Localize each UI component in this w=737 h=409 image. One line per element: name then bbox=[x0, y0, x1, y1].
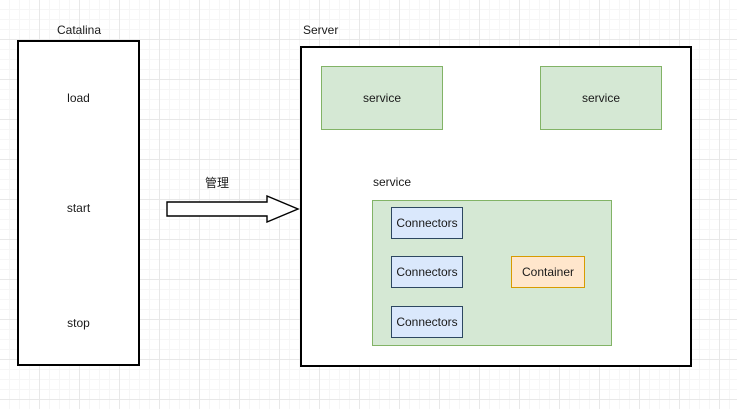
arrow-right-icon bbox=[166, 194, 300, 224]
service-box-top-left[interactable]: service bbox=[321, 66, 443, 130]
catalina-box[interactable] bbox=[17, 40, 140, 366]
arrow-label: 管理 bbox=[205, 176, 230, 190]
server-title: Server bbox=[303, 23, 339, 37]
catalina-title: Catalina bbox=[57, 23, 102, 37]
catalina-item-stop: stop bbox=[67, 316, 90, 330]
container-box[interactable]: Container bbox=[511, 256, 585, 288]
management-arrow[interactable] bbox=[166, 194, 300, 224]
connectors-box-2[interactable]: Connectors bbox=[391, 256, 463, 288]
service-box-top-right[interactable]: service bbox=[540, 66, 662, 130]
connectors-box-1[interactable]: Connectors bbox=[391, 207, 463, 239]
service-group-title: service bbox=[373, 175, 412, 189]
catalina-item-start: start bbox=[66, 201, 91, 215]
connectors-box-3[interactable]: Connectors bbox=[391, 306, 463, 338]
catalina-item-load: load bbox=[67, 91, 90, 105]
